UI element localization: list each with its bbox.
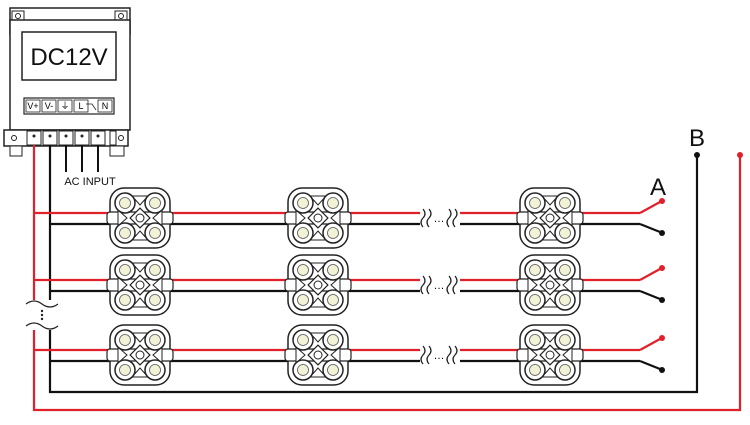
endpoint-b-label: B [689,125,705,152]
terminal-block [26,130,117,146]
row-3-ellipsis: … [434,350,445,362]
led-row-3: … [34,324,665,386]
feed-break-marks [25,300,59,330]
terminal-label-vplus: V+ [27,101,38,111]
led-module [284,254,352,316]
row-2-ellipsis: … [434,280,445,292]
led-module [284,187,352,249]
terminal-label-l: L [78,101,83,111]
led-module [106,187,174,249]
power-supply: DC12V V+ V- ⏚ L N [3,7,131,157]
led-module [106,324,174,386]
led-module [284,324,352,386]
led-row-2: … [34,254,665,316]
led-row-1: … [34,187,665,249]
terminal-label-n: N [102,101,109,111]
led-module [516,324,584,386]
led-module [516,187,584,249]
endpoint-a-label: A [650,174,666,201]
ground-icon: ⏚ [60,101,69,111]
led-module [516,254,584,316]
led-module [106,254,174,316]
ac-input-label: AC INPUT [64,176,116,188]
ac-input-wires [65,145,99,172]
row-1-ellipsis: … [434,213,445,225]
terminal-label-vminus: V- [45,101,54,111]
voltage-label: DC12V [30,44,107,71]
positive-feed-wire [32,145,743,412]
terminal-labels: V+ V- ⏚ L N [25,99,113,113]
